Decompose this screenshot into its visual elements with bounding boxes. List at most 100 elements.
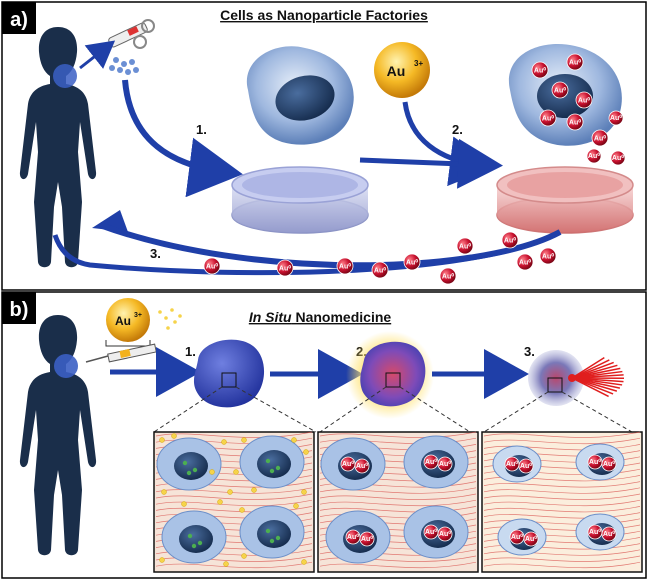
step-3-label-a: 3. [150,246,161,261]
svg-text:Au⁰: Au⁰ [442,272,454,280]
au-particle-returned: Au⁰ [371,261,389,279]
panel-a-tag: a) [10,9,28,31]
panel-a-title: Cells as Nanoparticle Factories [220,7,428,23]
tumor-cell [239,505,305,559]
au-particle-returned: Au⁰ [501,231,519,249]
gold-ion-a: Au 3+ [374,42,430,98]
svg-text:Au⁰: Au⁰ [279,264,291,272]
svg-text:Au⁰: Au⁰ [439,530,451,538]
au-particle-in-cell: Au⁰ [587,524,603,540]
au-particle-released: Au⁰ [591,129,609,147]
svg-text:Au⁰: Au⁰ [589,458,601,466]
arrow-step-3-main [98,222,562,269]
panel-a: a) Cells as Nanoparticle Factories 1. [1,1,647,291]
au-particle-in-cell: Au⁰ [509,529,525,545]
au-particle-in-cell: Au⁰ [345,529,361,545]
au-particle-returned: Au⁰ [539,247,557,265]
au-particle-in-cell: Au⁰ [587,454,603,470]
panel-b-tag-box [2,292,36,324]
arrow-biopsy [79,40,116,70]
au-particle-in-cell: Au⁰ [504,456,520,472]
svg-text:Au⁰: Au⁰ [347,533,359,541]
svg-text:Au⁰: Au⁰ [342,460,354,468]
svg-text:Au⁰: Au⁰ [425,528,437,536]
au-particle-released: Au⁰ [608,110,624,126]
panel-b-title: In Situ Nanomedicine [249,309,392,325]
au-particle-in-cell: Au⁰ [566,53,584,71]
svg-text:Au⁰: Au⁰ [511,533,523,541]
gold-ion-charge-b: 3+ [134,312,142,319]
panel-b: b) In Situ Nanomedicine Au 3+ 1. 2. [1,291,647,579]
au-particle-returned: Au⁰ [439,267,457,285]
syringe-icon [85,340,157,363]
svg-text:Au⁰: Au⁰ [554,86,566,94]
step-3-label-b: 3. [524,344,535,359]
arrow-step-2 [359,138,503,189]
svg-text:Au⁰: Au⁰ [610,114,622,122]
svg-text:Au⁰: Au⁰ [525,535,537,543]
panel-a-tag-box [2,2,36,34]
au-particle-returned: Au⁰ [516,253,534,271]
gold-ion-label-b: Au [115,314,131,328]
tumor-cell [239,435,305,489]
svg-text:Au⁰: Au⁰ [374,266,386,274]
au-particle-in-cell: Au⁰ [354,458,370,474]
svg-text:Au⁰: Au⁰ [589,528,601,536]
step-2-label-a: 2. [452,122,463,137]
svg-text:Au⁰: Au⁰ [459,242,471,250]
svg-text:Au⁰: Au⁰ [542,114,554,122]
svg-text:Au⁰: Au⁰ [506,460,518,468]
tumor-cell [161,510,227,564]
au-particle-released: Au⁰ [610,150,626,166]
svg-text:Au⁰: Au⁰ [439,460,451,468]
panel-b-tag: b) [10,299,29,321]
tumor-2 [360,341,426,407]
au-particle-in-cell: Au⁰ [531,61,549,79]
svg-text:Au⁰: Au⁰ [361,535,373,543]
svg-text:Au⁰: Au⁰ [534,66,546,74]
au-particle-in-cell: Au⁰ [575,91,593,109]
tissue-site-a [53,64,77,88]
au-particle-in-cell: Au⁰ [539,109,557,127]
svg-text:Au⁰: Au⁰ [588,152,600,160]
svg-text:Au⁰: Au⁰ [206,262,218,270]
svg-text:Au⁰: Au⁰ [612,154,624,162]
step-1-label-b: 1. [185,344,196,359]
panel-b-title-italic: In Situ [249,309,292,325]
svg-text:Au⁰: Au⁰ [542,252,554,260]
zoom-box-1 [221,372,237,388]
gold-ion-charge-a: 3+ [414,59,423,68]
au-particle-in-cell: Au⁰ [566,113,584,131]
au-particle-in-cell: Au⁰ [551,81,569,99]
step-1-label-a: 1. [196,122,207,137]
zoom-lines [153,386,633,433]
petri-dish-pink [496,166,634,234]
au-particle-in-cell: Au⁰ [523,531,539,547]
svg-text:Au⁰: Au⁰ [504,236,516,244]
svg-text:Au⁰: Au⁰ [569,58,581,66]
petri-dish-blue [231,166,369,234]
au-particle-released: Au⁰ [586,148,602,164]
au-particle-in-cell: Au⁰ [340,456,356,472]
au-particle-returned: Au⁰ [403,253,421,271]
au-particle-in-cell: Au⁰ [359,531,375,547]
extracted-cells-icon [109,57,139,75]
panel-b-title-rest: Nanomedicine [292,309,392,325]
au-particle-returned: Au⁰ [276,259,294,277]
biopsy-tool-icon [108,19,155,49]
zoom-box-3 [547,377,563,393]
zoom-box-2 [385,372,401,388]
svg-text:Au⁰: Au⁰ [603,530,615,538]
svg-text:Au⁰: Au⁰ [356,462,368,470]
tumor-1 [193,339,265,408]
svg-text:Au⁰: Au⁰ [406,258,418,266]
